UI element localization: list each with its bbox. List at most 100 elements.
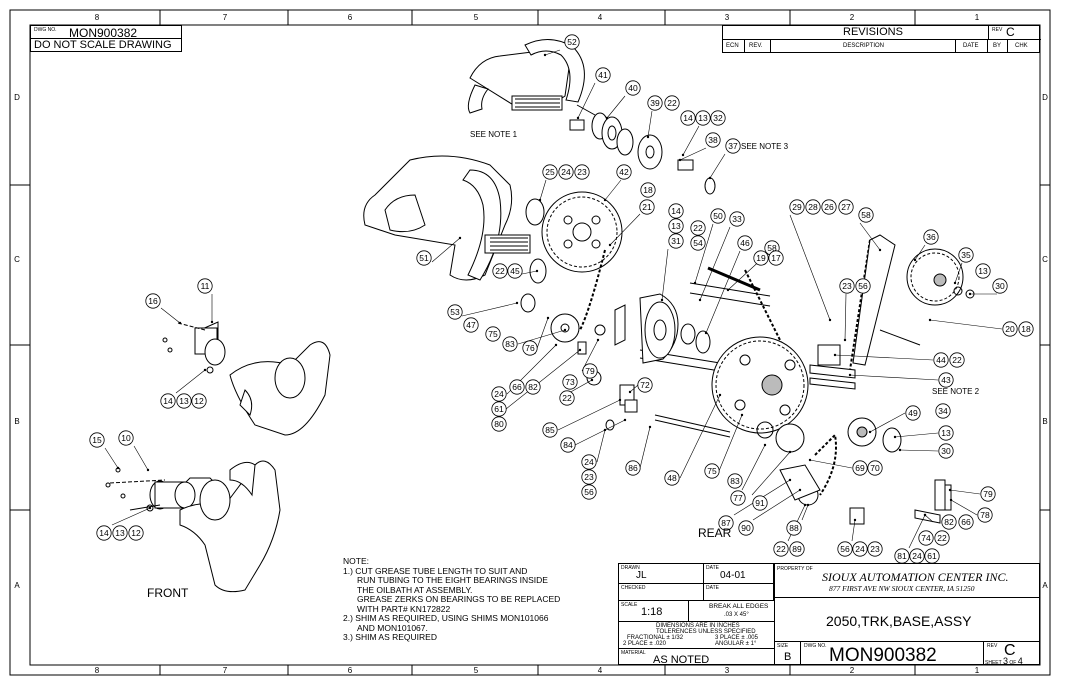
balloon-number: 80 <box>494 419 504 429</box>
note-line: THE OILBATH AT ASSEMBLY. <box>357 584 473 595</box>
item-balloon: 73 <box>562 374 578 390</box>
leader-line <box>505 349 581 410</box>
item-balloon: 24 <box>852 541 868 557</box>
dwg-no-label-bottom: DWG NO. <box>804 643 827 649</box>
item-balloon: 43 <box>938 372 954 388</box>
item-balloon: 79 <box>582 363 598 379</box>
item-balloon: 79 <box>980 486 996 502</box>
checked-date-label: DATE <box>706 585 719 591</box>
balloon-number: 74 <box>921 533 931 543</box>
item-balloon: 40 <box>625 80 641 96</box>
dimensions-note: DIMENSIONS ARE IN INCHES <box>656 623 740 629</box>
balloon-number: 54 <box>693 238 703 248</box>
zone-label-right: C <box>1042 255 1048 264</box>
leader-line <box>851 519 856 542</box>
zone-label-top: 8 <box>95 13 100 22</box>
sheet-of: OF <box>1009 660 1017 666</box>
note-line: AND MON101067. <box>357 622 428 633</box>
sheet-total: 4 <box>1017 656 1023 666</box>
item-balloon: 46 <box>737 235 753 251</box>
drive-chain <box>579 249 606 331</box>
item-balloon: 17 <box>768 250 784 266</box>
item-balloon: 89 <box>789 541 805 557</box>
angular-tolerance: ANGULAR ± 1° <box>715 641 757 647</box>
balloon-number: 13 <box>698 113 708 123</box>
balloon-number: 24 <box>912 551 922 561</box>
parts-linework <box>105 39 975 593</box>
leader-line <box>604 179 622 201</box>
item-balloon: 47 <box>463 317 479 333</box>
item-balloon: 42 <box>616 164 632 180</box>
item-balloon: 51 <box>416 250 432 266</box>
notes-heading: NOTE: <box>343 556 369 566</box>
balloon-number: 20 <box>1005 324 1015 334</box>
item-balloon: 12 <box>128 525 144 541</box>
do-not-scale-note: DO NOT SCALE DRAWING <box>34 39 172 51</box>
zone-label-top: 6 <box>348 13 353 22</box>
item-balloon: 72 <box>637 377 653 393</box>
leader-line <box>844 293 847 341</box>
item-balloon: 23 <box>581 469 597 485</box>
item-balloon: 22 <box>690 220 706 236</box>
item-balloon: 66 <box>958 514 974 530</box>
dwg-no-label: DWG NO. <box>34 27 57 33</box>
item-balloon: 35 <box>958 247 974 263</box>
balloon-number: 22 <box>667 98 677 108</box>
leader-line <box>741 444 766 491</box>
item-balloon: 33 <box>729 211 745 227</box>
upper-bearing-stack <box>569 104 716 195</box>
material-label: MATERIAL <box>621 650 646 656</box>
balloon-number: 32 <box>713 113 723 123</box>
zone-label-bottom: 6 <box>348 666 353 675</box>
balloon-number: 87 <box>721 518 731 528</box>
note-line: WITH PART# KN172822 <box>357 603 451 614</box>
balloon-number: 79 <box>983 489 993 499</box>
zone-label-bottom: 4 <box>598 666 603 675</box>
item-balloon: 14 <box>668 203 684 219</box>
item-balloon: 84 <box>560 437 576 453</box>
balloon-number: 26 <box>824 202 834 212</box>
size-value: B <box>784 651 792 663</box>
rear-sprocket <box>711 336 809 434</box>
see-note-1-label: SEE NOTE 1 <box>470 130 518 139</box>
item-balloon: 30 <box>938 443 954 459</box>
item-balloon: 53 <box>447 304 463 320</box>
balloon-number: 16 <box>148 296 158 306</box>
item-balloon: 44 <box>933 352 949 368</box>
balloon-number: 18 <box>643 185 653 195</box>
zone-label-top: 5 <box>474 13 479 22</box>
upper-spindle-housing <box>467 39 585 114</box>
item-balloon: 32 <box>710 110 726 126</box>
balloon-number: 72 <box>640 380 650 390</box>
item-balloon: 86 <box>625 460 641 476</box>
zone-label-top: 1 <box>975 13 980 22</box>
balloon-number: 14 <box>99 528 109 538</box>
leader-line <box>949 489 981 495</box>
balloon-number: 45 <box>510 266 520 276</box>
zone-label-bottom: 3 <box>725 666 730 675</box>
balloon-number: 66 <box>961 517 971 527</box>
item-balloon: 14 <box>96 525 112 541</box>
balloon-number: 61 <box>927 551 937 561</box>
balloon-number: 70 <box>870 463 880 473</box>
balloon-number: 58 <box>861 210 871 220</box>
item-balloon: 61 <box>924 548 940 564</box>
balloon-number: 14 <box>163 396 173 406</box>
balloon-number: 58 <box>767 243 777 253</box>
rev-col-chk: CHK <box>1015 43 1028 49</box>
balloon-number: 22 <box>937 533 947 543</box>
balloon-number: 13 <box>179 396 189 406</box>
balloon-number: 47 <box>466 320 476 330</box>
rear-view-label: REAR <box>698 526 732 540</box>
item-balloon: 90 <box>738 520 754 536</box>
leader-line <box>859 222 881 251</box>
item-balloon: 83 <box>502 336 518 352</box>
balloon-number: 13 <box>978 266 988 276</box>
item-balloon: 77 <box>730 490 746 506</box>
rev-label-bottom: REV <box>987 643 998 649</box>
note-line: GREASE ZERKS ON BEARINGS TO BE REPLACED <box>357 594 561 604</box>
balloon-number: 24 <box>584 457 594 467</box>
rev-col-description: DESCRIPTION <box>843 43 885 49</box>
leader-line <box>894 432 939 438</box>
